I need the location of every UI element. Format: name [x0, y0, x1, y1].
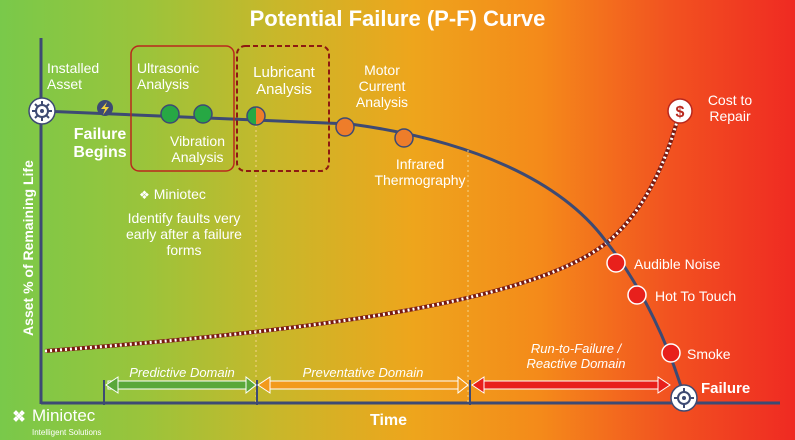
brand-note: Identify faults very early after a failu…: [126, 210, 242, 259]
dot-smoke: [661, 343, 681, 363]
arrow-preventative: [257, 375, 469, 395]
label-failure: Failure: [701, 380, 751, 397]
dot-motor-current: [335, 117, 355, 137]
brand-logo: Miniotec: [32, 406, 96, 425]
brand-mid: ❖Miniotec: [139, 186, 206, 203]
x-axis-label: Time: [370, 412, 408, 429]
cost-curve: [44, 109, 682, 353]
label-ultrasonic: Ultrasonic Analysis: [137, 60, 200, 93]
label-predictive-domain: Predictive Domain: [129, 365, 235, 380]
label-smoke: Smoke: [687, 346, 731, 362]
arrow-reactive: [471, 376, 671, 394]
label-infrared: Infrared Thermography: [374, 156, 466, 189]
label-failure-begins: Failure Begins: [73, 126, 127, 162]
label-lubricant: Lubricant Analysis: [253, 64, 315, 99]
svg-text:$: $: [676, 104, 685, 121]
label-vibration: Vibration Analysis: [169, 133, 225, 166]
page-title: Potential Failure (P-F) Curve: [249, 6, 546, 31]
dot-lubricant: [246, 106, 266, 126]
y-axis-label: Asset % of Remaining Life: [19, 160, 36, 336]
label-installed-asset: Installed Asset: [47, 60, 100, 93]
dot-audible-noise: [606, 253, 626, 273]
dot-infrared: [394, 128, 414, 148]
failure-begins-bolt-icon: [97, 100, 113, 116]
label-hot-to-touch: Hot To Touch: [655, 288, 737, 304]
installed-gear-icon: [28, 97, 56, 125]
miniotec-mark-icon: ❖: [139, 188, 150, 202]
brand-mid-name: Miniotec: [153, 186, 206, 202]
arrow-predictive: [105, 375, 257, 395]
pf-curve: [41, 109, 685, 394]
dot-vibration: [193, 104, 213, 124]
dot-ultrasonic: [160, 104, 180, 124]
lubricant-box: [236, 45, 330, 172]
predictive-box: [130, 45, 235, 172]
label-motor-current: Motor Current Analysis: [355, 62, 409, 111]
miniotec-logo-icon: [13, 410, 25, 422]
label-reactive-domain: Run-to-Failure / Reactive Domain: [526, 341, 626, 371]
dollar-icon: $: [667, 98, 693, 124]
brand-logo-sub: Intelligent Solutions: [32, 428, 102, 437]
dot-hot-to-touch: [627, 285, 647, 305]
label-audible-noise: Audible Noise: [634, 256, 721, 272]
label-preventative-domain: Preventative Domain: [302, 365, 424, 380]
label-cost-to-repair: Cost to Repair: [707, 92, 753, 125]
failure-gear-icon: [670, 384, 698, 412]
